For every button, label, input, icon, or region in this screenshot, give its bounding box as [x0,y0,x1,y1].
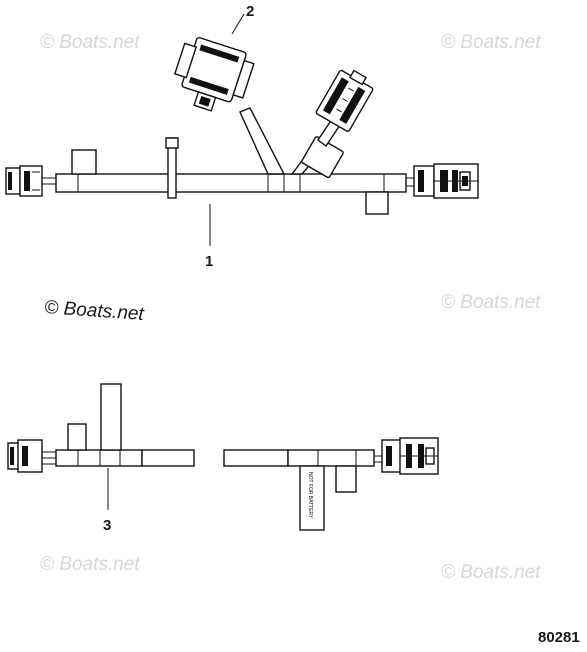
right-connector [374,437,439,475]
left-connector [7,439,58,473]
warning-label-text: NOT FOR BATTERY [307,472,313,519]
watermark: © Boats.net [441,562,541,583]
harness-stub [365,191,389,215]
sensor-connector [173,37,255,112]
harness-stub [71,149,97,175]
callout-2: 2 [246,3,254,20]
cable-tie [165,137,179,199]
warning-label-tab [299,465,325,531]
callout-3: 3 [103,517,111,534]
watermark: © Boats.net [40,32,140,53]
callout-leader [231,13,245,35]
figure-number: 80281 [538,629,580,646]
watermark: © Boats.net [40,554,140,575]
right-connector [406,163,479,199]
branch-connector-body [301,136,344,179]
watermark: © Boats.net [441,292,541,313]
harness-tube [55,173,407,193]
main-harness [5,37,479,215]
upper-connector [315,69,374,132]
watermark: © Boats.net [44,297,145,325]
watermark: © Boats.net [441,32,541,53]
callout-1: 1 [205,253,213,270]
extension-harness: NOT FOR BATTERY [7,383,439,531]
left-connector [5,165,56,197]
